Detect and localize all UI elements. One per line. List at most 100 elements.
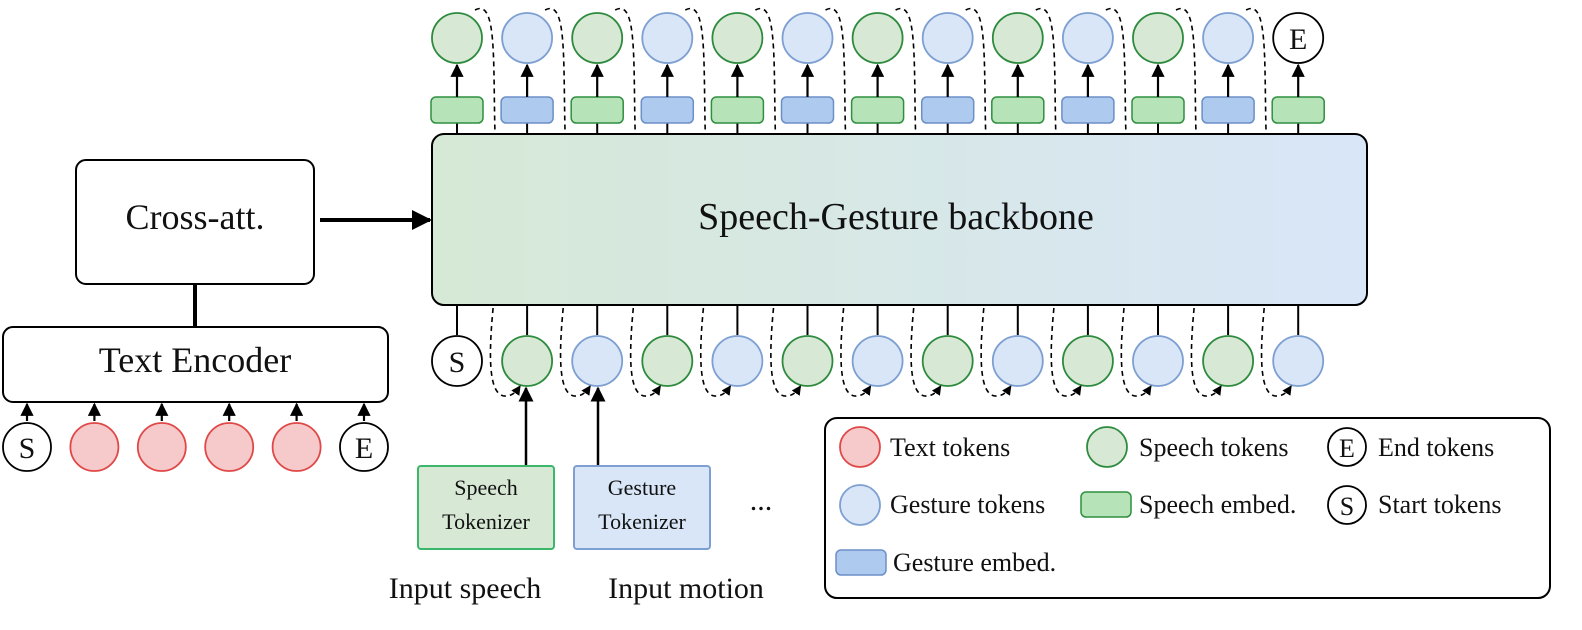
shifted-input-feedback-path	[699, 307, 732, 397]
legend-end-tokens-label: End tokens	[1378, 433, 1494, 462]
gesture-tokenizer-label-line1: Gesture	[608, 475, 676, 500]
legend-end-tokens: E End tokens	[1327, 427, 1494, 467]
legend-gesture-token-icon	[839, 484, 881, 526]
text-input-end-token	[339, 422, 389, 472]
output-gesture-embed	[920, 96, 975, 124]
text-input-start-letter: S	[19, 432, 36, 465]
input-start-letter: S	[449, 346, 466, 379]
text-input-text-token	[69, 422, 120, 472]
autoregressive-feedback-path	[965, 7, 987, 135]
output-gesture-token	[781, 12, 834, 64]
shifted-input-feedback-path	[1050, 307, 1082, 397]
output-gesture-token	[1202, 12, 1254, 64]
input-gesture-token	[991, 335, 1044, 387]
legend-start-tokens-label: Start tokens	[1378, 490, 1502, 519]
text-encoder-label: Text Encoder	[99, 340, 291, 380]
text-input-text-token	[136, 422, 187, 472]
input-motion-label: Input motion	[608, 572, 764, 605]
output-speech-embed	[430, 96, 484, 124]
output-end-token	[1272, 12, 1325, 64]
cross-att-label: Cross-att.	[126, 197, 265, 237]
input-gesture-token	[711, 335, 764, 387]
shifted-input-feedback-path	[1260, 307, 1292, 397]
shifted-input-feedback-path	[489, 307, 521, 397]
output-speech-embed	[1131, 96, 1185, 124]
gesture-tokenizer-box	[573, 465, 711, 550]
legend-speech-embed: Speech embed.	[1080, 490, 1296, 519]
output-speech-token	[571, 12, 624, 64]
output-speech-embed	[710, 96, 765, 124]
text-input-text-token	[271, 422, 322, 472]
legend-start-token-icon	[1327, 485, 1367, 525]
input-gesture-token	[1132, 335, 1184, 387]
input-speech-token	[1202, 335, 1254, 387]
shifted-input-feedback-path	[910, 307, 942, 397]
autoregressive-feedback-path	[544, 7, 566, 135]
legend-box	[824, 417, 1551, 599]
legend-start-token-letter: S	[1340, 492, 1354, 521]
shifted-input-feedback-path	[629, 307, 661, 397]
backbone-label: Speech-Gesture backbone	[698, 196, 1094, 238]
backbone-box	[431, 133, 1368, 306]
text-input-end-letter: E	[355, 432, 373, 465]
output-speech-token	[851, 12, 904, 64]
legend-gesture-tokens: Gesture tokens	[839, 484, 1045, 526]
legend-speech-embed-icon	[1080, 491, 1132, 518]
legend-end-token-icon	[1327, 427, 1367, 467]
output-speech-embed	[1271, 96, 1325, 124]
legend-start-tokens: S Start tokens	[1327, 485, 1502, 525]
legend-gesture-tokens-label: Gesture tokens	[890, 490, 1045, 519]
speech-tokenizer-box	[417, 465, 555, 550]
shifted-input-feedback-path	[840, 307, 872, 397]
speech-tokenizer-label-line2: Tokenizer	[442, 509, 530, 534]
autoregressive-feedback-path	[1035, 7, 1057, 135]
input-speech-token	[921, 335, 974, 387]
legend-text-tokens-label: Text tokens	[890, 433, 1010, 462]
output-gesture-embed	[640, 96, 695, 124]
legend-gesture-embed-icon	[835, 549, 887, 576]
legend-gesture-embed-label: Gesture embed.	[893, 548, 1056, 577]
output-gesture-token	[921, 12, 974, 64]
shifted-input-feedback-path	[1190, 307, 1222, 397]
output-speech-token	[711, 12, 764, 64]
input-speech-label: Input speech	[389, 572, 541, 605]
output-speech-embed	[850, 96, 905, 124]
speech-tokenizer-label-line1: Speech	[454, 475, 518, 500]
legend-text-tokens: Text tokens	[839, 426, 1010, 468]
input-speech-token	[781, 335, 834, 387]
legend-speech-embed-label: Speech embed.	[1139, 490, 1296, 519]
output-speech-token	[1132, 12, 1184, 64]
output-speech-embed	[570, 96, 624, 124]
autoregressive-feedback-path	[474, 7, 496, 135]
shifted-input-feedback-path	[980, 307, 1012, 397]
legend-speech-tokens-label: Speech tokens	[1139, 433, 1288, 462]
legend-speech-tokens: Speech tokens	[1086, 426, 1288, 468]
output-gesture-token	[1062, 12, 1114, 64]
input-gesture-token	[851, 335, 904, 387]
autoregressive-feedback-path	[1105, 7, 1127, 135]
input-token-sequence: S	[431, 305, 1325, 397]
shifted-input-feedback-path	[770, 307, 802, 397]
autoregressive-feedback-path	[825, 7, 847, 135]
autoregressive-feedback-path	[614, 7, 636, 135]
input-gesture-token	[571, 335, 624, 387]
autoregressive-feedback-path	[684, 7, 707, 135]
output-speech-token	[991, 12, 1044, 64]
input-speech-token	[501, 335, 553, 387]
output-gesture-embed	[500, 96, 554, 124]
input-gesture-token	[1272, 335, 1325, 387]
text-input-start-token	[2, 422, 52, 472]
shifted-input-feedback-path	[559, 307, 591, 397]
shifted-input-feedback-path	[1120, 307, 1152, 397]
autoregressive-feedback-path	[895, 7, 917, 135]
text-input-text-token	[204, 422, 255, 472]
legend-gesture-embed: Gesture embed.	[835, 548, 1056, 577]
output-gesture-token	[501, 12, 553, 64]
tokenizer-ellipsis: ...	[750, 484, 773, 517]
input-start-token	[431, 335, 483, 387]
output-speech-token	[431, 12, 483, 64]
legend-text-token-icon	[839, 426, 881, 468]
gesture-tokenizer-label-line2: Tokenizer	[598, 509, 686, 534]
